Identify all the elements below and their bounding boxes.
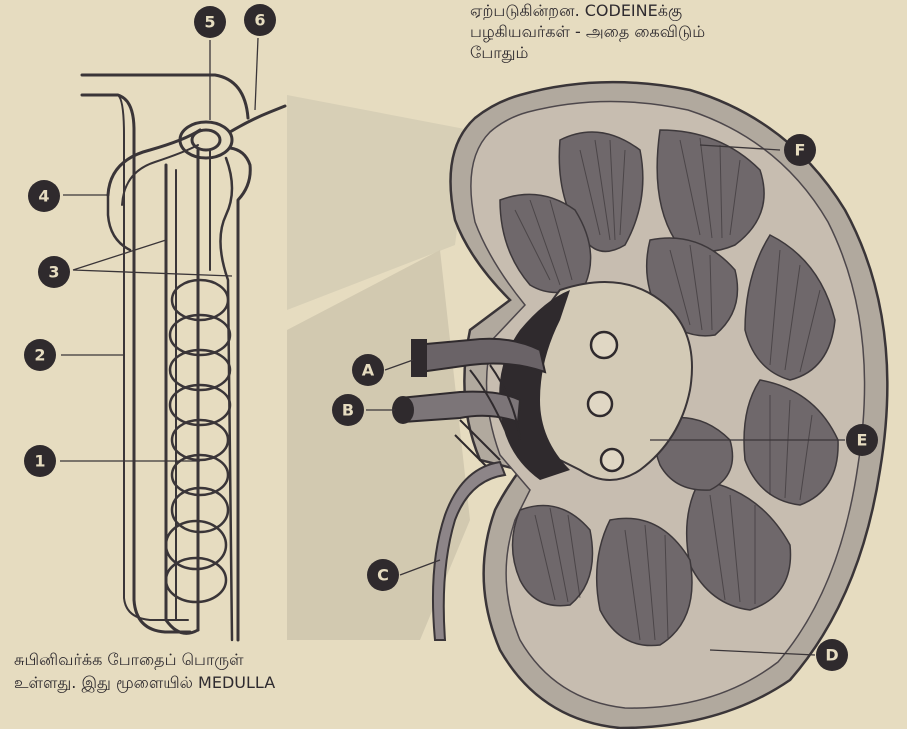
label-marker-F: F: [784, 134, 816, 166]
label-marker-3: 3: [38, 256, 70, 288]
label-marker-B: B: [332, 394, 364, 426]
label-6-text: 6: [254, 11, 265, 30]
renal-vein-end: [393, 397, 413, 423]
label-marker-1: 1: [24, 445, 56, 477]
renal-vein: [400, 392, 520, 422]
bottom-caption-line-2: உள்ளது. இது மூளையில் MEDULLA: [14, 671, 275, 694]
afferent-vessel: [230, 106, 285, 132]
label-A-text: A: [362, 361, 375, 380]
label-F-text: F: [795, 141, 806, 160]
bowman-capsule: [180, 122, 232, 158]
label-5-text: 5: [204, 13, 215, 32]
label-marker-2: 2: [24, 339, 56, 371]
label-marker-D: D: [816, 639, 848, 671]
top-caption-line-3: போதும்: [470, 42, 705, 63]
label-marker-E: E: [846, 424, 878, 456]
label-marker-5: 5: [194, 6, 226, 38]
label-marker-C: C: [367, 559, 399, 591]
label-C-text: C: [377, 566, 389, 585]
label-D-text: D: [825, 646, 838, 665]
top-caption-line-1: ஏற்படுகின்றன. CODEINEக்கு: [470, 0, 705, 21]
bottom-caption-line-1: சுபினிவர்க்க போதைப் பொருள்: [14, 648, 275, 671]
top-caption-line-2: பழகியவர்கள் - அதை கைவிடும்: [470, 21, 705, 42]
nephron-illustration: [82, 75, 285, 640]
efferent-vessel: [230, 148, 250, 640]
label-marker-4: 4: [28, 180, 60, 212]
renal-artery-end: [412, 340, 426, 376]
label-2-text: 2: [34, 346, 45, 365]
label-B-text: B: [342, 401, 354, 420]
kidney-illustration: [393, 82, 887, 728]
label-1-text: 1: [34, 452, 45, 471]
label-marker-6: 6: [244, 4, 276, 36]
top-caption: ஏற்படுகின்றன. CODEINEக்கு பழகியவர்கள் - …: [470, 0, 705, 63]
bottom-caption: சுபினிவர்க்க போதைப் பொருள் உள்ளது. இது ம…: [14, 648, 275, 694]
label-3-text: 3: [48, 263, 59, 282]
label-4-text: 4: [38, 187, 49, 206]
descending-tube: [108, 195, 130, 250]
label-E-text: E: [857, 431, 868, 450]
label-marker-A: A: [352, 354, 384, 386]
glomerulus: [192, 130, 220, 150]
